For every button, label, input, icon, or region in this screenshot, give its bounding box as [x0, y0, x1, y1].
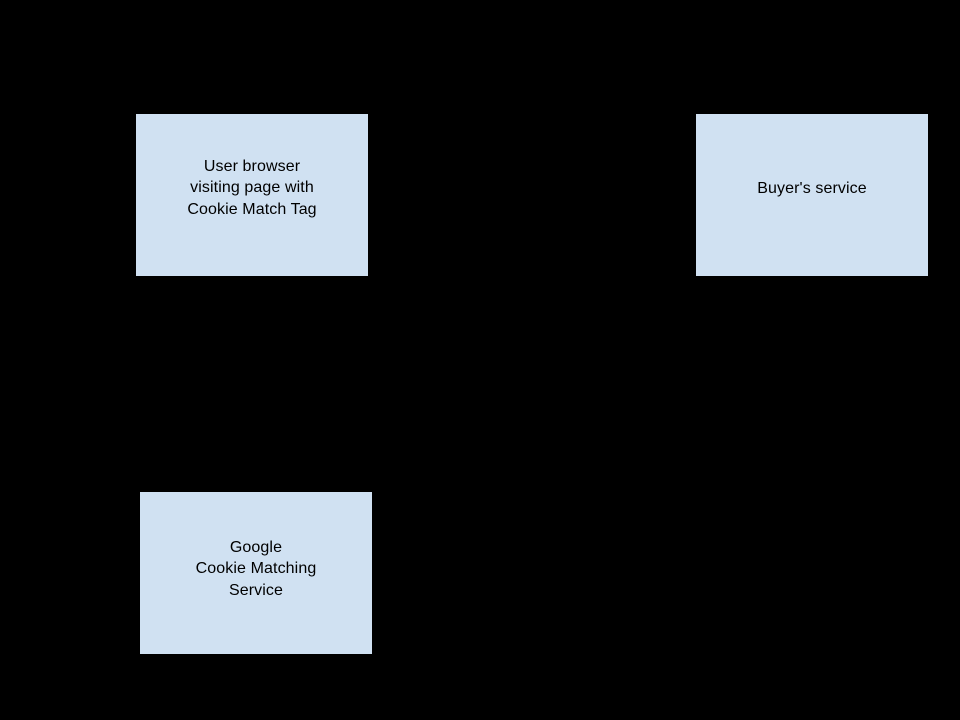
node-buyers-service-label: Buyer's service	[757, 180, 867, 198]
node-user-browser[interactable]: User browser visiting page with Cookie M…	[136, 114, 368, 276]
node-buyers-service[interactable]: Buyer's service	[696, 114, 928, 276]
node-google-cookie-matching-service-label: Google Cookie Matching Service	[195, 538, 317, 599]
node-google-cookie-matching-service[interactable]: Google Cookie Matching Service	[140, 492, 372, 654]
node-user-browser-label: User browser visiting page with Cookie M…	[187, 157, 317, 218]
